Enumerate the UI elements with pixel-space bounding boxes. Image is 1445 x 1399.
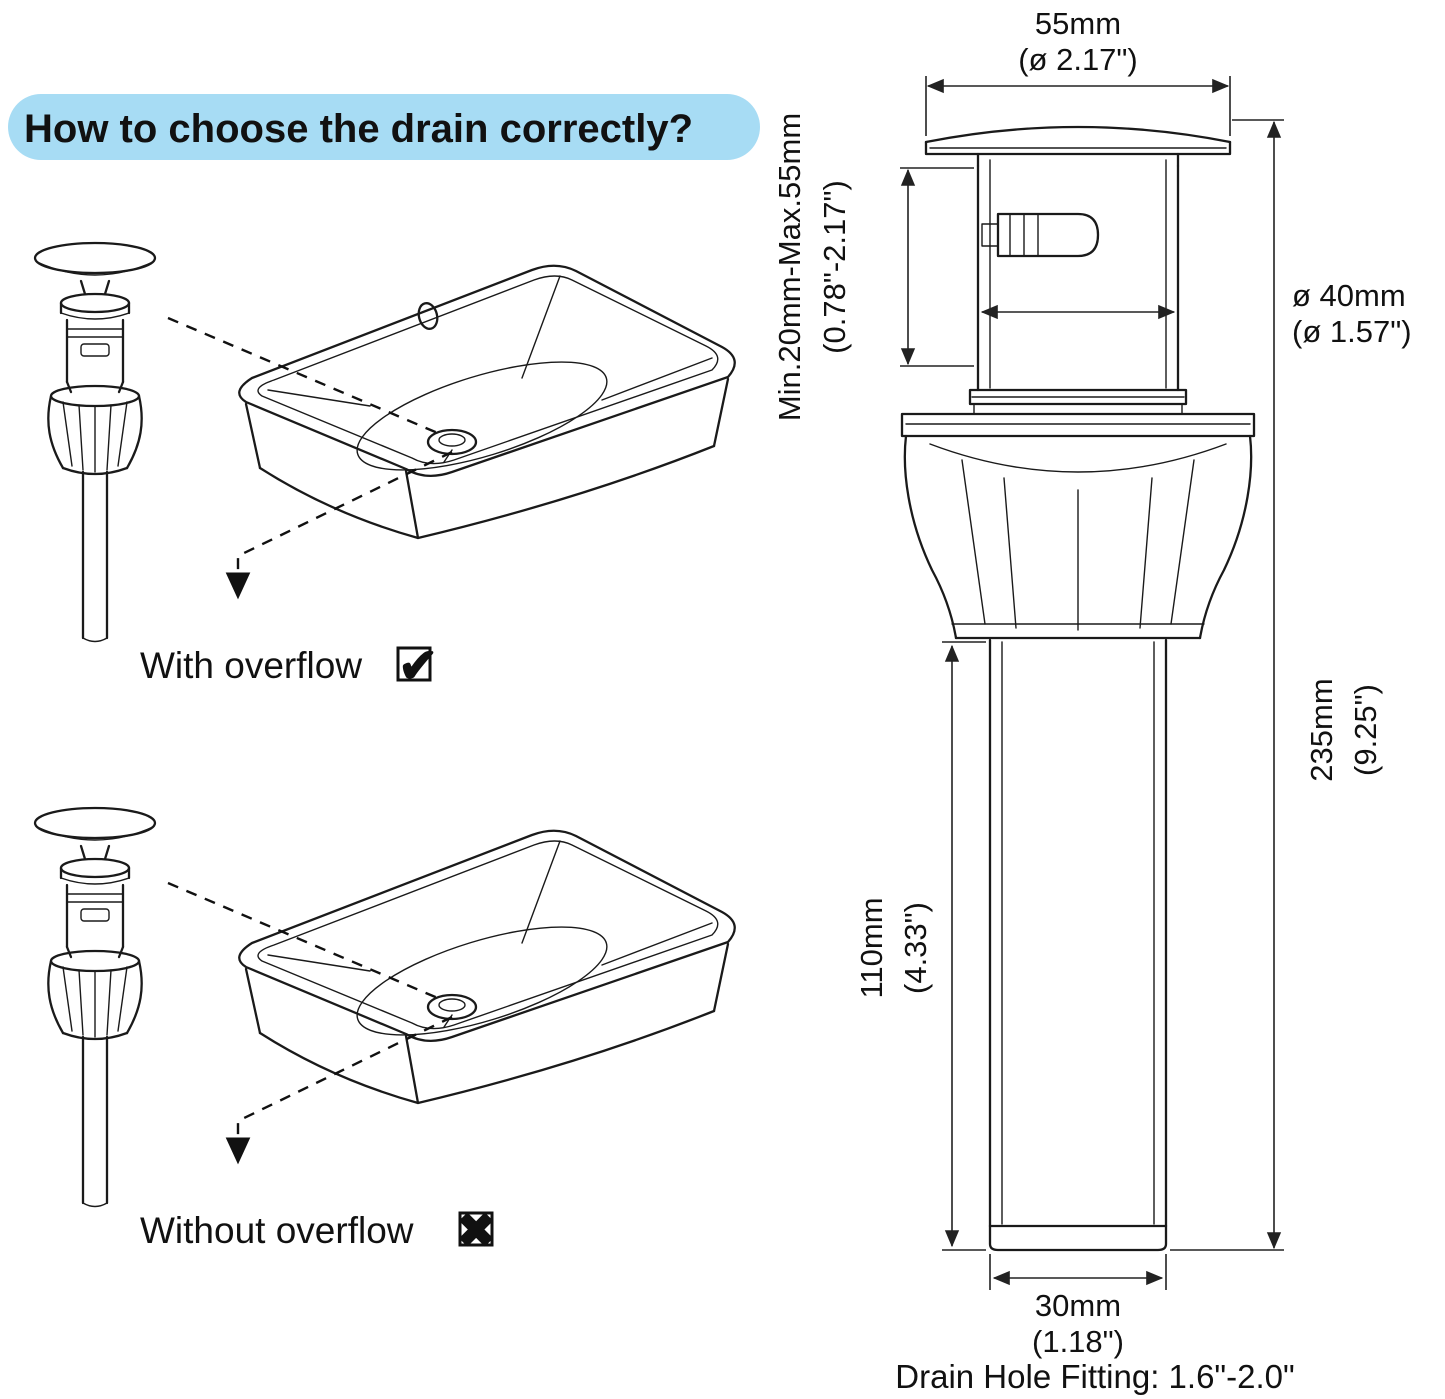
tail-pipe xyxy=(988,638,1168,1252)
dim-mount-range-in: (0.78"-2.17") xyxy=(817,180,852,354)
dim-body-diameter-mm: ø 40mm xyxy=(1292,278,1406,313)
cross-icon: ✖ xyxy=(456,1205,496,1258)
scene-with-overflow: With overflow ✔ xyxy=(33,241,736,693)
dim-tail-width-in: (1.18") xyxy=(1032,1324,1124,1359)
dim-total-height: 235mm (9.25") xyxy=(1170,119,1383,1251)
mounting-nut xyxy=(900,412,1256,640)
dim-tail-height: 110mm (4.33") xyxy=(854,641,986,1251)
body-flange xyxy=(968,388,1188,415)
title-highlight xyxy=(8,94,760,160)
page-title: How to choose the drain correctly? xyxy=(24,107,693,151)
label-without-overflow: Without overflow xyxy=(140,1210,414,1251)
dim-tail-width-mm: 30mm xyxy=(1035,1288,1121,1323)
dashed-arrow xyxy=(225,1015,453,1165)
check-icon: ✔ xyxy=(398,640,438,693)
dim-top-width-mm: 55mm xyxy=(1035,6,1121,41)
dim-body-diameter: ø 40mm (ø 1.57") xyxy=(980,278,1412,349)
technical-drawing: 55mm (ø 2.17") Min.20mm-Max.55mm (0.78"-… xyxy=(772,6,1412,1395)
dim-mount-range-mm: Min.20mm-Max.55mm xyxy=(772,113,807,421)
checkbox-icon xyxy=(396,646,432,682)
dim-tail-width: 30mm (1.18") xyxy=(989,1254,1167,1359)
dim-top-width: 55mm (ø 2.17") xyxy=(925,6,1231,136)
dashed-connector xyxy=(167,881,441,1001)
overflow-hole xyxy=(417,302,439,330)
dim-body-diameter-in: (ø 1.57") xyxy=(1292,314,1412,349)
dim-tail-height-in: (4.33") xyxy=(898,902,933,994)
scene-without-overflow: Without overflow ✖ xyxy=(33,806,736,1258)
drain-illustration xyxy=(33,806,157,1208)
dashed-arrow xyxy=(225,450,453,600)
checkbox-icon xyxy=(458,1211,494,1247)
drain-cap xyxy=(924,125,1232,168)
drain-illustration xyxy=(33,241,157,643)
dim-top-width-in: (ø 2.17") xyxy=(1018,42,1138,77)
dim-total-height-mm: 235mm xyxy=(1304,678,1339,781)
title-banner: How to choose the drain correctly? xyxy=(8,94,760,160)
overflow-port xyxy=(981,212,1100,258)
dim-total-height-in: (9.25") xyxy=(1348,684,1383,776)
sink-illustration xyxy=(238,829,736,1105)
drain-body xyxy=(968,159,1188,415)
fitting-note: Drain Hole Fitting: 1.6"-2.0" xyxy=(895,1358,1294,1395)
label-with-overflow: With overflow xyxy=(140,645,362,686)
sink-illustration xyxy=(238,264,736,540)
dashed-connector xyxy=(167,316,441,436)
dim-mount-range: Min.20mm-Max.55mm (0.78"-2.17") xyxy=(772,113,974,421)
dim-tail-height-mm: 110mm xyxy=(854,897,889,998)
